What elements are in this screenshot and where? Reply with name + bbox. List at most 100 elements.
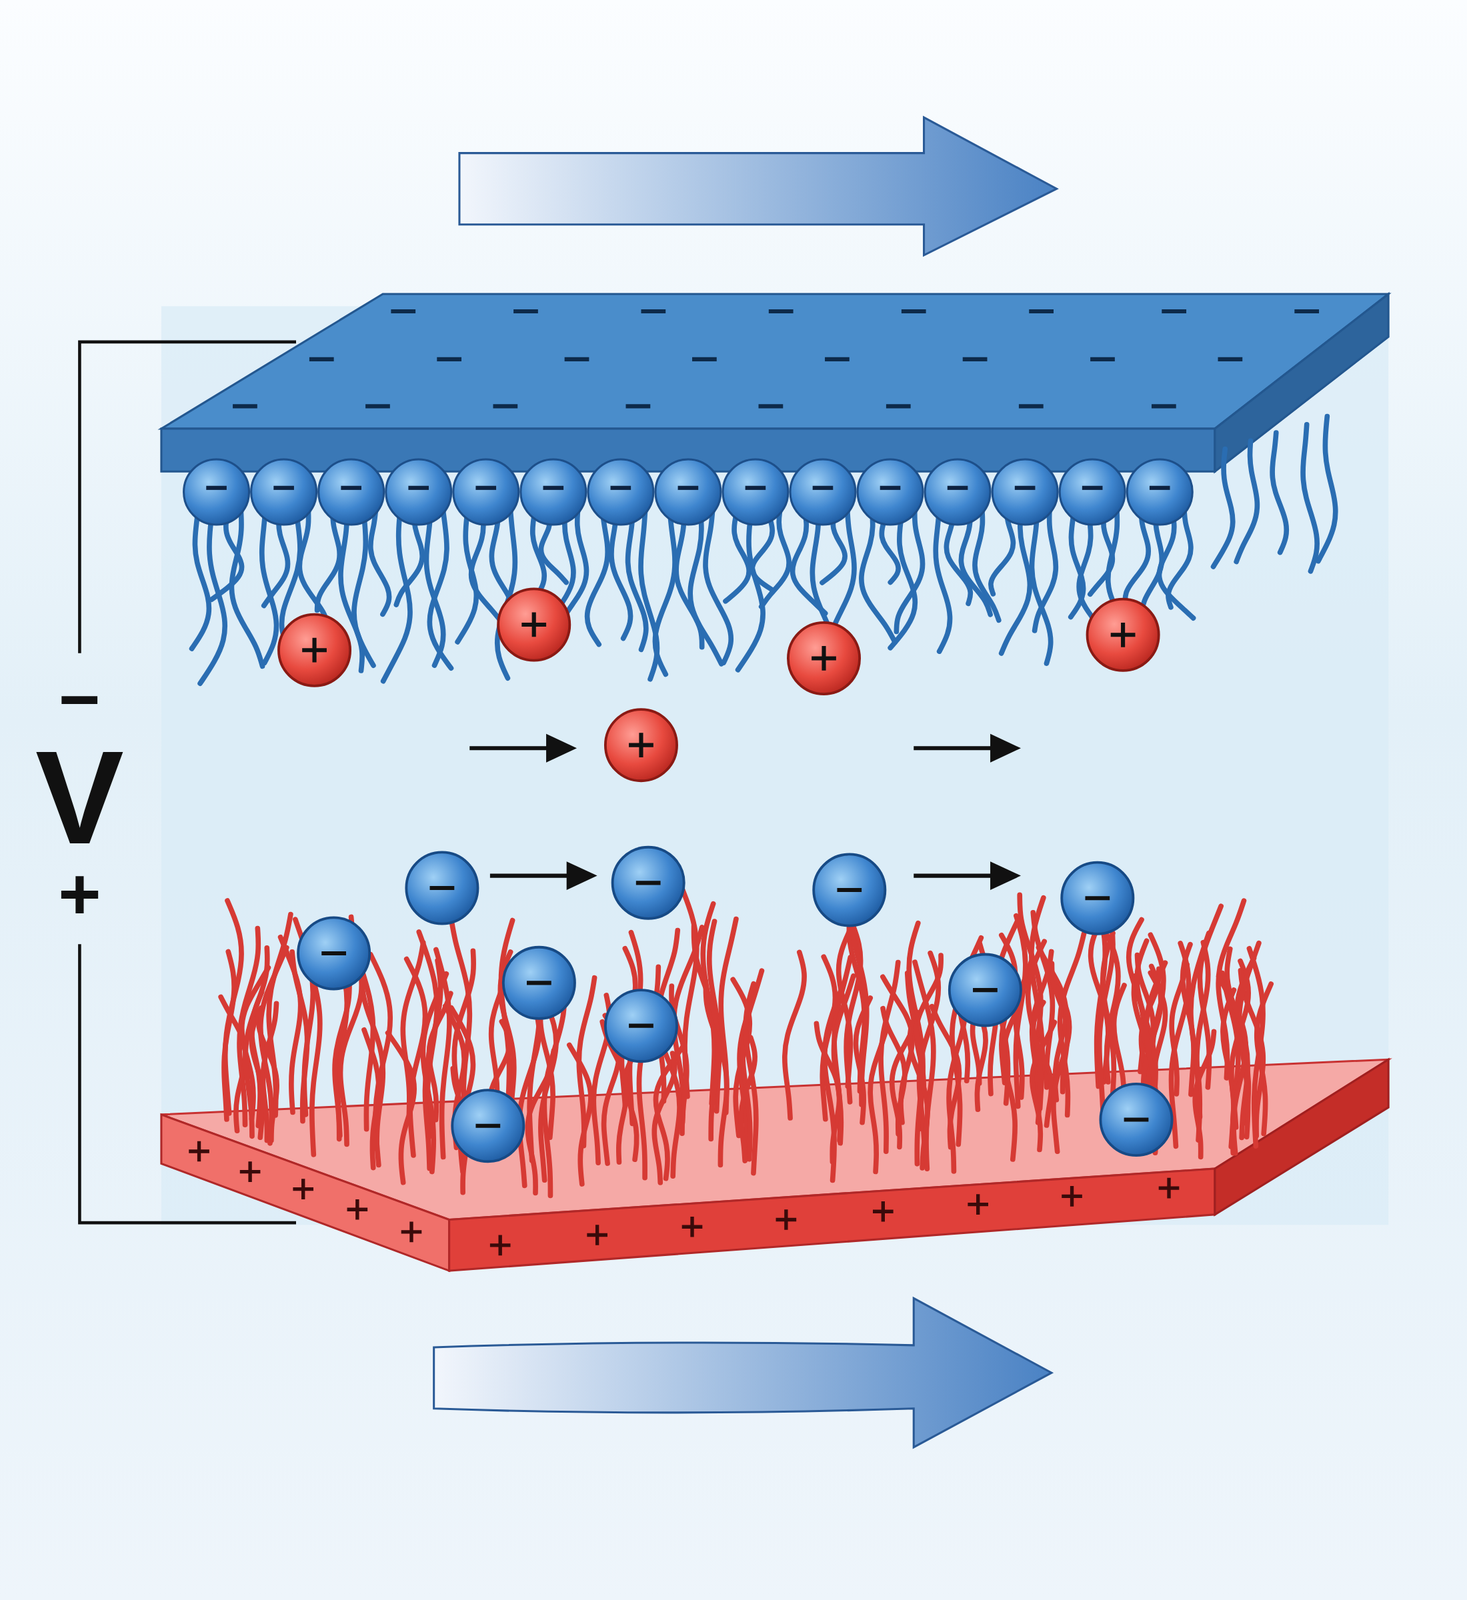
surfactant-tail xyxy=(1053,987,1070,1153)
anion xyxy=(949,954,1021,1026)
surfactant-tail xyxy=(784,952,805,1119)
cation xyxy=(605,709,677,781)
surfactant-tail xyxy=(383,510,411,681)
charge-signs xyxy=(188,1141,1179,1256)
minus-sign xyxy=(962,357,988,362)
anion xyxy=(1100,1084,1172,1156)
surfactant-tail xyxy=(429,510,451,669)
minus-sign xyxy=(628,1024,654,1029)
surfactant-tail xyxy=(422,974,447,1173)
plus-sign xyxy=(1158,1178,1180,1199)
scene-group xyxy=(79,117,1389,1448)
minus-sign xyxy=(886,404,911,409)
surfactant-tail xyxy=(896,510,923,632)
head-circle xyxy=(318,459,385,525)
minus-sign xyxy=(232,404,258,409)
surfactant-tail xyxy=(1248,948,1263,1147)
migration-arrow xyxy=(913,861,1021,891)
minus-sign xyxy=(1161,309,1187,314)
minus-sign xyxy=(745,486,767,491)
anionic-head xyxy=(251,459,317,525)
anionic-head xyxy=(924,459,991,525)
plus-sign xyxy=(490,1235,511,1257)
plus-sign xyxy=(240,1161,261,1183)
migration-arrow xyxy=(469,734,577,763)
surfactant-tail xyxy=(1218,976,1247,1154)
minus-sign xyxy=(947,486,969,491)
surfactant-tail xyxy=(1078,510,1096,622)
surfactant-tail xyxy=(231,510,263,667)
surfactant-tail xyxy=(761,510,789,607)
anionic-head xyxy=(453,459,519,525)
surfactant-tail xyxy=(745,984,757,1174)
head-circle xyxy=(520,459,587,525)
anion xyxy=(612,847,685,919)
positive-electrode xyxy=(161,1059,1389,1271)
anion xyxy=(813,854,885,926)
minus-sign xyxy=(365,404,391,409)
ion-circle xyxy=(1100,1084,1172,1156)
ion-circle xyxy=(605,990,677,1062)
surfactant-tail xyxy=(388,1032,415,1183)
electrolyte-region xyxy=(161,306,1389,1225)
arrow-shaft xyxy=(469,746,557,751)
minus-sign xyxy=(390,309,416,314)
minus-sign xyxy=(626,404,651,409)
minus-sign xyxy=(475,486,497,491)
plus-sign xyxy=(967,1194,989,1215)
surfactant-tail xyxy=(890,510,915,648)
surfactant-tail xyxy=(262,510,277,663)
plus-sign xyxy=(302,638,327,663)
minus-sign xyxy=(321,951,347,956)
surfactant-tail xyxy=(519,996,539,1186)
flow-arrow xyxy=(434,1298,1052,1448)
plus-sign xyxy=(586,1224,608,1246)
arrow-shaft xyxy=(913,874,1001,879)
arrow-head xyxy=(990,734,1021,763)
polarity-label: − xyxy=(58,664,101,737)
surfactant-tail xyxy=(587,510,609,645)
plus-sign xyxy=(188,1141,210,1163)
minus-sign xyxy=(526,980,552,985)
cationic-surfactant-tails xyxy=(220,889,1271,1197)
plus-sign xyxy=(776,1209,797,1231)
flow-arrow xyxy=(459,117,1057,256)
surfactant-tail xyxy=(1158,510,1193,619)
anion xyxy=(298,917,370,989)
anion xyxy=(605,990,677,1062)
surfactant-tail xyxy=(224,951,235,1120)
ion-circle xyxy=(452,1090,524,1162)
surfactant-tail xyxy=(260,947,287,1143)
anionic-head xyxy=(520,459,587,525)
migration-arrow xyxy=(913,734,1021,763)
minus-sign xyxy=(430,886,455,891)
minus-sign xyxy=(436,357,462,362)
anionic-head xyxy=(722,459,789,525)
surfactant-tail xyxy=(299,510,329,630)
surfactant-tail xyxy=(292,952,307,1122)
polarity-label: + xyxy=(58,857,101,931)
head-circle xyxy=(251,459,317,525)
minus-sign xyxy=(640,309,666,314)
surfactant-tail xyxy=(1194,1031,1214,1157)
cation xyxy=(1087,599,1159,671)
minus-sign xyxy=(972,988,998,993)
surfactant-tail xyxy=(914,962,934,1169)
head-circle xyxy=(184,459,250,525)
minus-sign xyxy=(768,309,794,314)
plus-sign xyxy=(811,646,837,671)
surfactant-tail xyxy=(268,914,291,1116)
minus-sign xyxy=(408,486,429,491)
surfactant-tail xyxy=(1001,510,1031,653)
ion-circle xyxy=(612,847,685,919)
minus-sign xyxy=(758,404,784,409)
head-circle xyxy=(857,459,923,525)
minus-sign xyxy=(1018,404,1044,409)
minus-sign xyxy=(1149,486,1171,491)
surfactant-tail xyxy=(370,510,390,615)
migration-arrows xyxy=(469,734,1021,891)
surfactant-tail xyxy=(569,1045,591,1185)
surfactant-tail xyxy=(1213,449,1233,567)
